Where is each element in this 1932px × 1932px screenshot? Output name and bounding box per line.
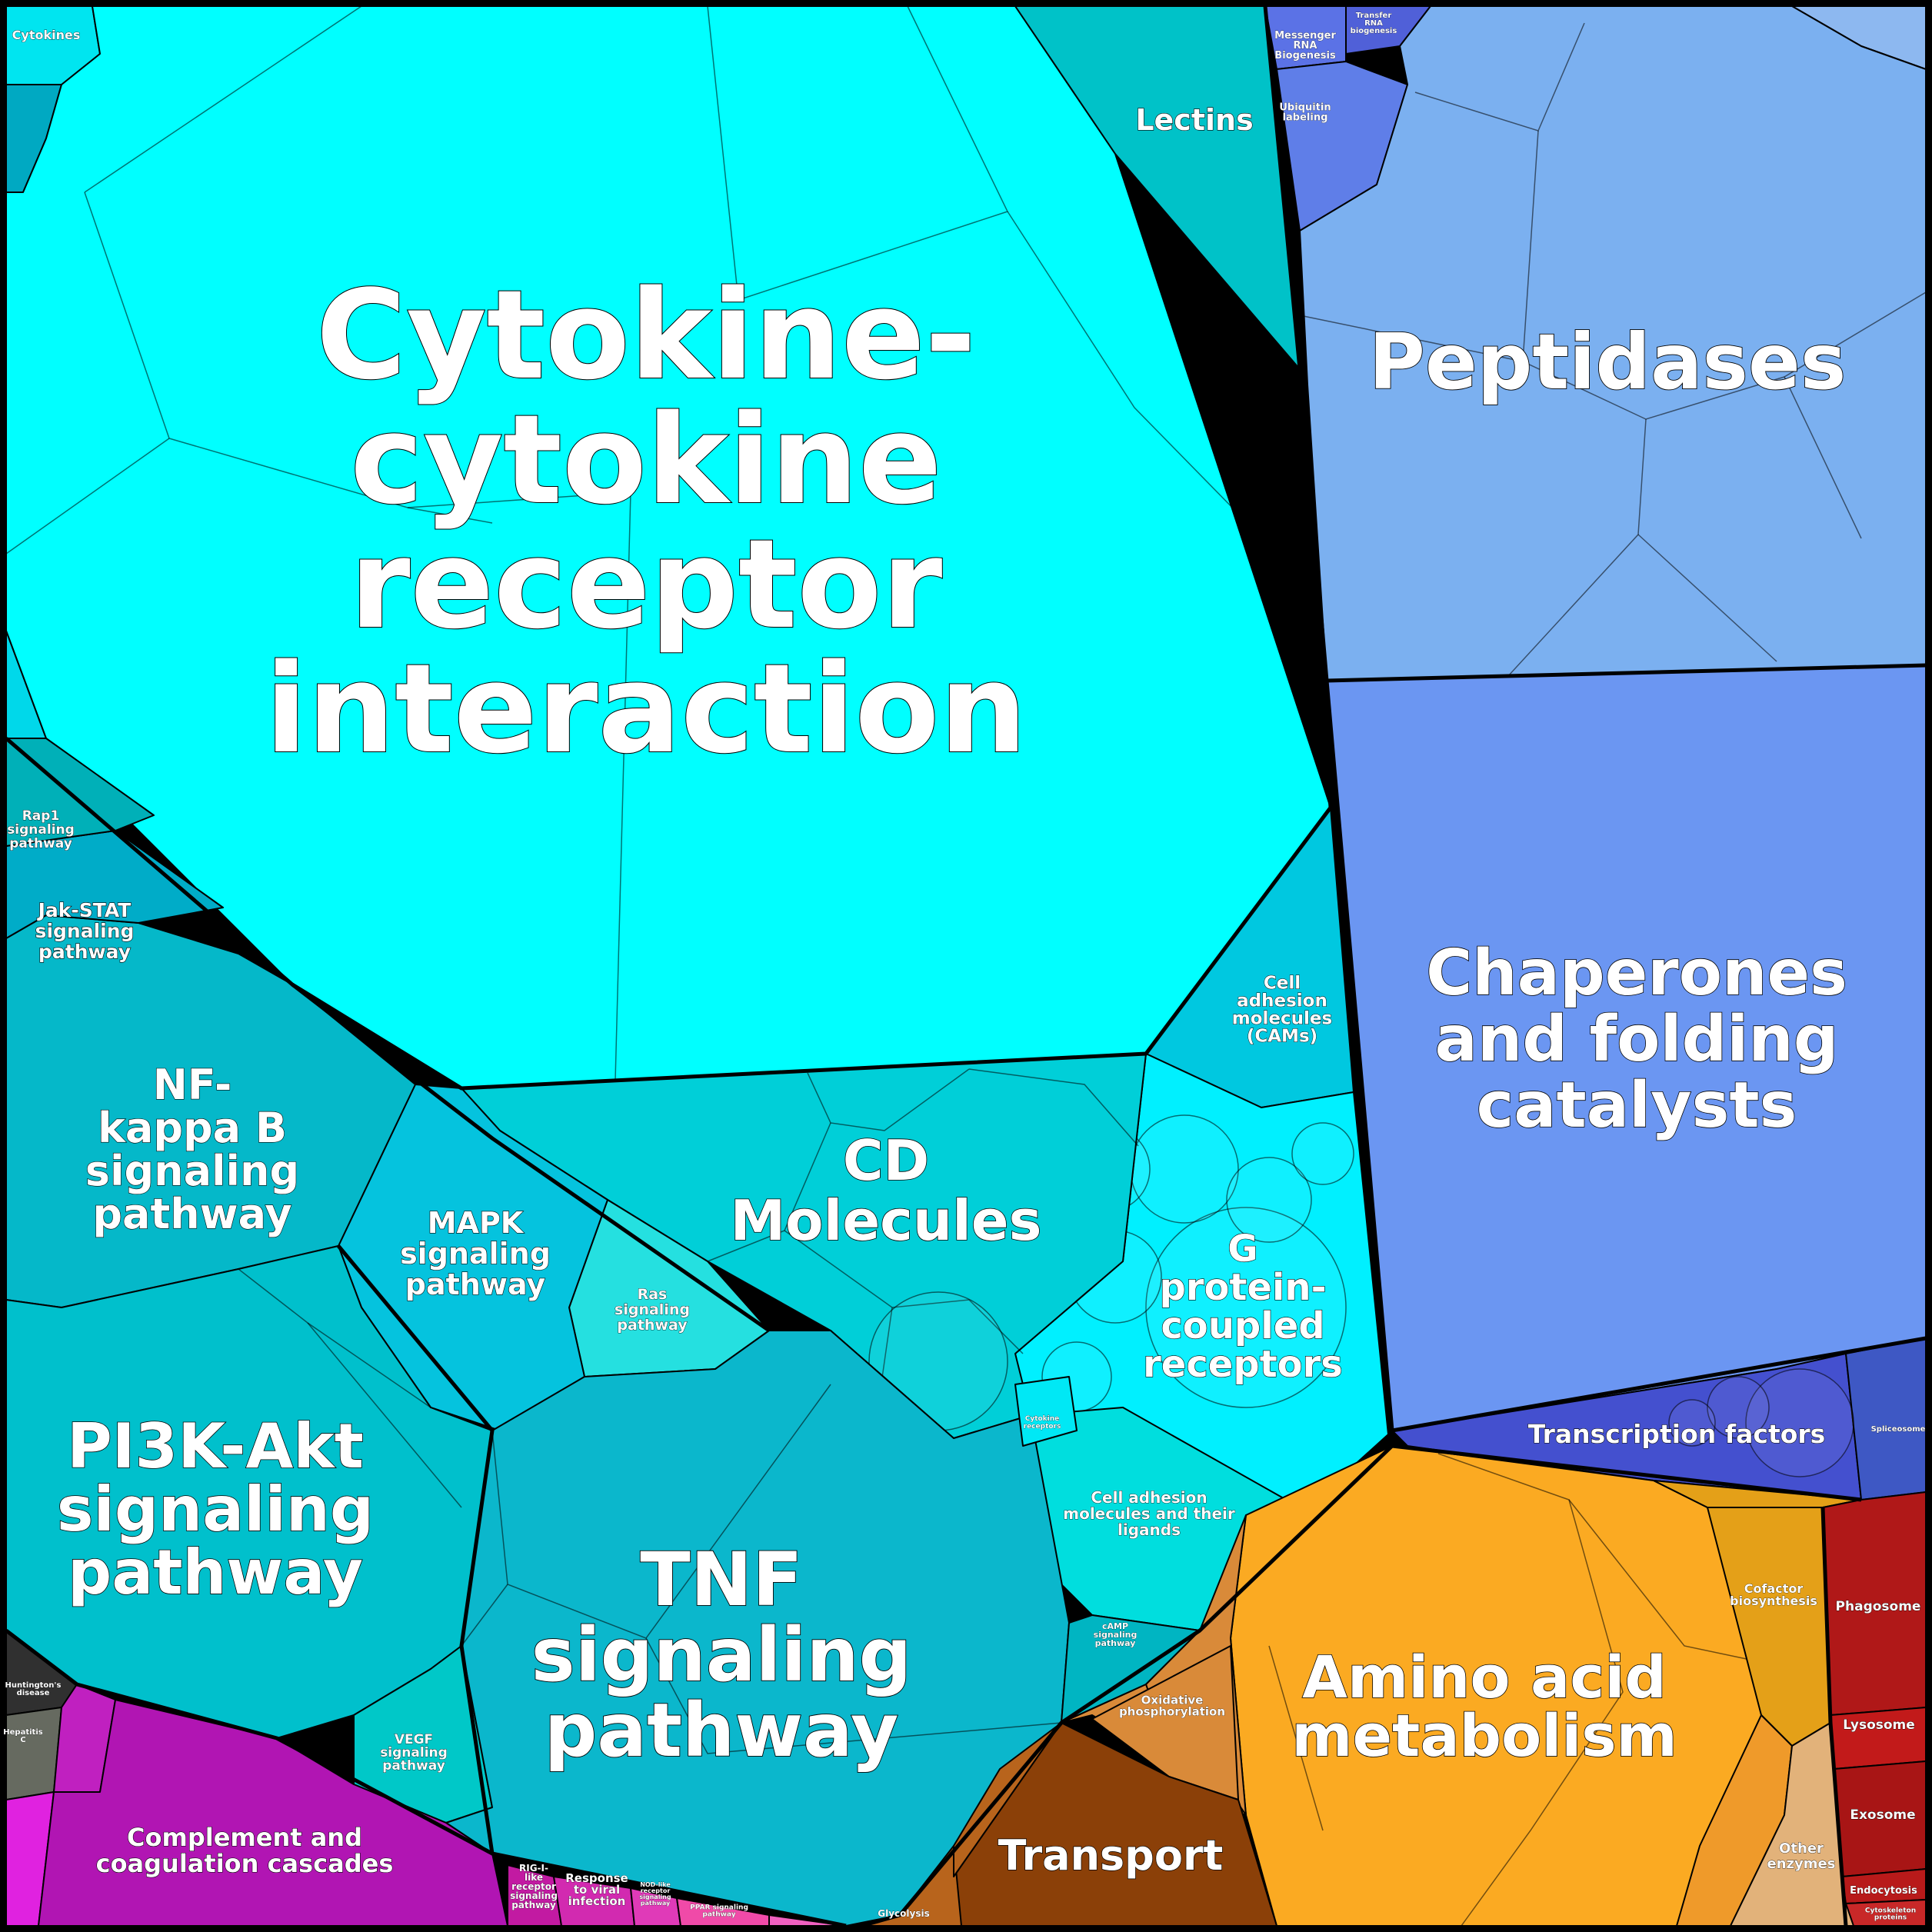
cell-complement[interactable] bbox=[38, 1699, 508, 1927]
boundary-tf-orange bbox=[1391, 1444, 1862, 1502]
transcription-bubbles bbox=[1668, 1368, 1854, 1477]
tnf-subcells bbox=[461, 1384, 1062, 1754]
label-exosome: Exosome bbox=[1850, 1807, 1915, 1823]
cell-lysosome[interactable] bbox=[1830, 1707, 1927, 1770]
boundary-cyan-blue bbox=[1263, 5, 1394, 1431]
boundary-cyan-orange bbox=[861, 1444, 1394, 1928]
boundary-mapk-tnf bbox=[291, 983, 771, 1333]
cytokine-subcells bbox=[5, 5, 1316, 1081]
cell-cytoskeleton[interactable] bbox=[1845, 1899, 1927, 1927]
label-endocytosis: Endocytosis bbox=[1850, 1885, 1917, 1897]
label-transport: Transport bbox=[998, 1831, 1224, 1880]
cell-hepatitis[interactable] bbox=[5, 1707, 62, 1800]
boundary-tnf-left bbox=[337, 1244, 495, 1854]
boundary-peptidase-chaperones bbox=[1326, 663, 1927, 683]
cell-peptidases[interactable] bbox=[1299, 5, 1927, 681]
boundary-chaperones-tf bbox=[1391, 1336, 1927, 1433]
label-spliceosome: Spliceosome bbox=[1871, 1425, 1926, 1434]
label-transcription-factors: Transcription factors bbox=[1528, 1419, 1826, 1449]
cell-rap1[interactable] bbox=[5, 738, 155, 847]
cell-cytokine-receptors[interactable] bbox=[1014, 1376, 1078, 1447]
label-lysosome: Lysosome bbox=[1843, 1717, 1915, 1733]
boundary-cams-upper bbox=[1297, 368, 1333, 808]
peptidase-subcells bbox=[1299, 22, 1927, 678]
boundary-cyan-magenta bbox=[5, 1629, 847, 1928]
label-cytokines: Cytokines bbox=[12, 28, 81, 42]
label-peptidases: Peptidases bbox=[1369, 317, 1847, 407]
boundary-red bbox=[1820, 1507, 1848, 1927]
boundary-cytokine-nfkb bbox=[5, 737, 1332, 1091]
label-lectins: Lectins bbox=[1135, 103, 1253, 137]
label-glycolysis: Glycolysis bbox=[878, 1908, 929, 1919]
pi3k-subcells bbox=[238, 1268, 462, 1508]
label-phagosome: Phagosome bbox=[1836, 1599, 1921, 1614]
